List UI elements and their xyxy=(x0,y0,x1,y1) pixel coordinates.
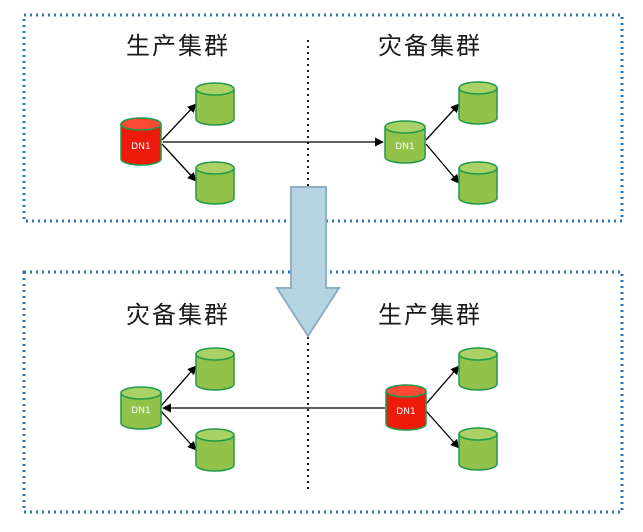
standby-node-dn1: DN1 xyxy=(384,120,426,164)
replica-node xyxy=(458,81,498,125)
link-line xyxy=(425,365,460,405)
replica-node xyxy=(195,161,235,205)
node-label: DN1 xyxy=(395,142,414,152)
replica-node xyxy=(195,428,235,472)
link-line xyxy=(425,143,460,184)
node-label: DN1 xyxy=(396,407,415,417)
top-right-cluster-title: 灾备集群 xyxy=(378,32,482,60)
bottom-right-cluster-title: 生产集群 xyxy=(378,301,482,329)
replica-node xyxy=(458,161,498,205)
production-node-dn1: DN1 xyxy=(385,384,427,431)
top-left-cluster-title: 生产集群 xyxy=(126,32,230,60)
replica-node xyxy=(195,82,235,126)
replica-node xyxy=(458,427,498,471)
replica-node xyxy=(458,347,498,391)
bottom-panel-border xyxy=(22,270,624,514)
link-line xyxy=(161,143,197,182)
link-line xyxy=(160,410,197,451)
down-arrow-icon xyxy=(275,186,341,338)
link-line xyxy=(425,103,460,141)
link-line xyxy=(161,103,197,141)
standby-node-dn1: DN1 xyxy=(120,386,162,430)
link-line xyxy=(425,410,460,449)
bottom-left-cluster-title: 灾备集群 xyxy=(126,301,230,329)
link-line xyxy=(160,365,197,407)
node-label: DN1 xyxy=(131,406,150,416)
node-label: DN1 xyxy=(131,142,150,152)
production-node-dn1: DN1 xyxy=(120,117,162,166)
replica-node xyxy=(195,347,235,391)
